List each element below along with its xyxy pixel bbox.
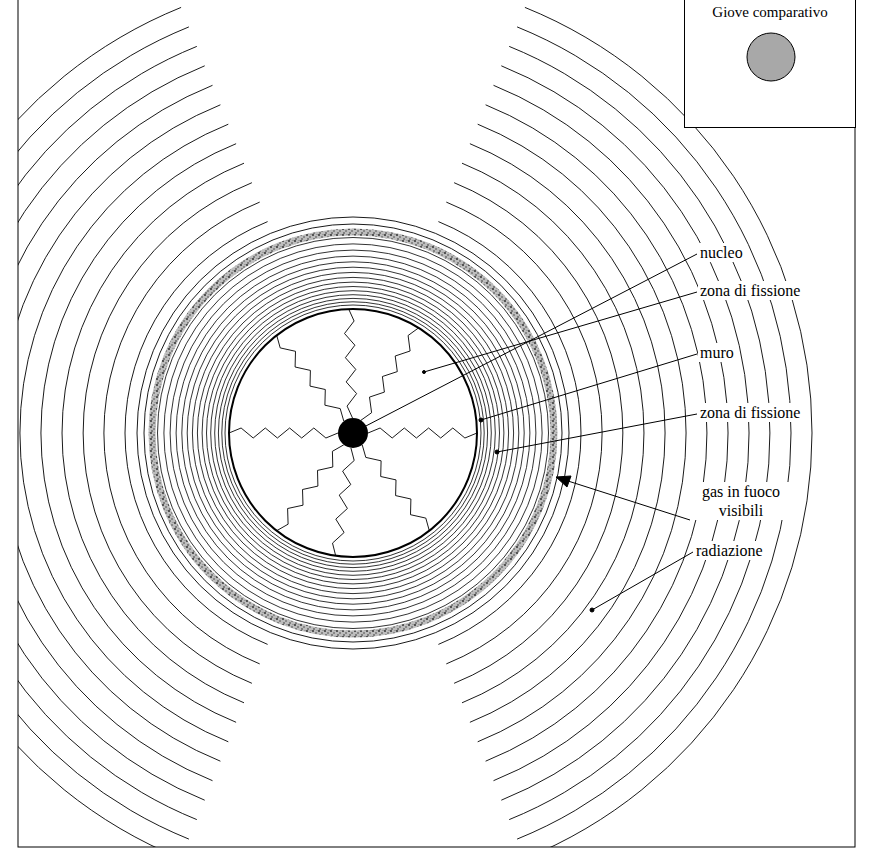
part-label: zona di fissione bbox=[698, 403, 802, 422]
part-label: nucleo bbox=[698, 243, 745, 262]
fissure-lines bbox=[229, 309, 477, 556]
frame bbox=[18, 0, 855, 847]
part-label: gas in fuoco visibili bbox=[693, 482, 789, 520]
leader-lines bbox=[362, 254, 697, 612]
part-label: zona di fissione bbox=[698, 281, 802, 300]
part-label: radiazione bbox=[694, 541, 765, 560]
box-title: Giove comparativo bbox=[685, 0, 855, 21]
wall-circle bbox=[229, 309, 477, 557]
ring-lines bbox=[18, 7, 812, 847]
comparison-box: Giove comparativo bbox=[684, 0, 856, 128]
core-dot bbox=[338, 418, 368, 448]
burning-gas-band bbox=[152, 232, 554, 634]
part-label: muro bbox=[698, 343, 736, 362]
